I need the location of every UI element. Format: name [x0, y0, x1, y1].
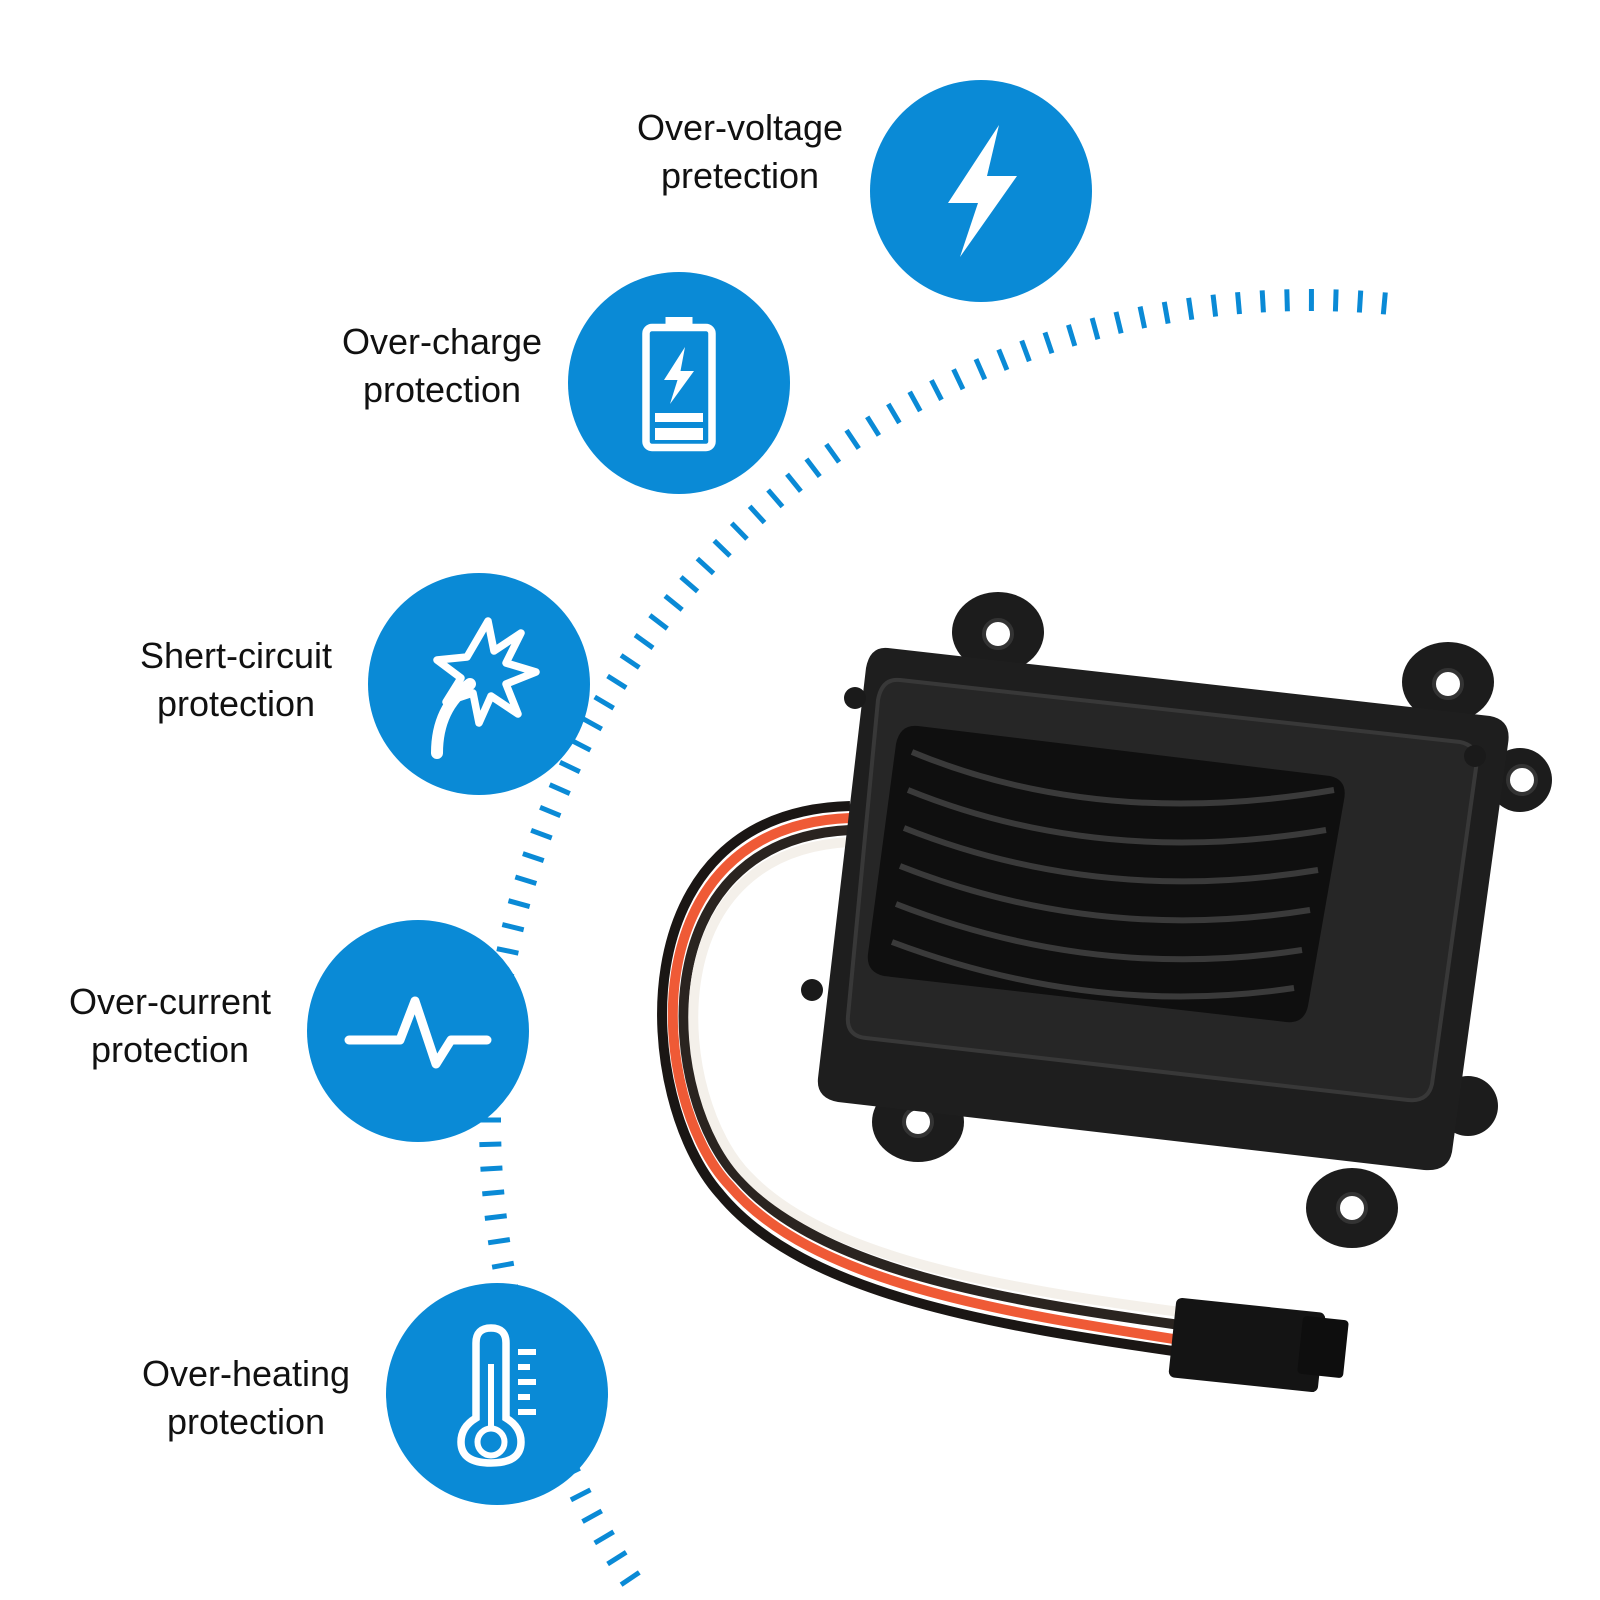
arc-dash	[593, 694, 615, 711]
arc-dash	[484, 1213, 507, 1221]
arc-dash	[633, 633, 655, 650]
arc-dash	[496, 946, 519, 956]
arc-dash	[479, 1141, 502, 1148]
feature-label: Shert-circuit protection	[139, 635, 333, 724]
arc-dash	[1137, 306, 1148, 329]
arc-dash	[558, 759, 581, 774]
arc-dash	[1019, 339, 1032, 363]
arc-dash	[491, 1260, 515, 1270]
arc-dash	[804, 457, 822, 478]
arc-dash	[514, 874, 538, 886]
feature-label: Over-heating protection	[141, 1353, 351, 1442]
arc-dash	[996, 348, 1010, 371]
arc-dash	[569, 1487, 592, 1503]
arc-dash	[729, 521, 749, 541]
arc-dash	[522, 851, 545, 863]
arc-dash	[712, 538, 732, 558]
arc-dash	[1332, 289, 1339, 312]
feature-icon-circle	[568, 272, 790, 494]
arc-dash	[1235, 291, 1242, 315]
arc-dash	[606, 673, 628, 690]
battery-charging-icon	[642, 317, 716, 452]
arc-dash	[785, 472, 803, 493]
spark-burst-icon	[431, 617, 540, 759]
feature-label: Over-voltage pretection	[636, 107, 844, 196]
arc-dash	[824, 442, 842, 464]
feature-label: Over-current protection	[68, 981, 272, 1070]
arc-dash	[619, 653, 641, 670]
arc-dash	[581, 716, 603, 732]
arc-dash	[1113, 311, 1124, 334]
arc-dash	[951, 368, 966, 391]
arc-dash	[1089, 317, 1101, 340]
arc-dash	[679, 575, 700, 594]
arc-dash	[487, 1237, 511, 1246]
feature-label: Over-charge protection	[341, 321, 543, 410]
arc-dash	[1210, 294, 1219, 317]
arc-dash	[548, 782, 571, 796]
thermometer-icon	[457, 1324, 536, 1467]
arc-dash	[507, 898, 531, 909]
arc-dash	[695, 556, 716, 576]
arc-dash	[1042, 331, 1055, 355]
arc-dash	[973, 358, 988, 381]
arc-dash	[619, 1570, 641, 1587]
arc-dash	[929, 379, 944, 401]
arc-dash	[530, 827, 553, 841]
arc-dash	[907, 390, 923, 413]
arc-dash	[1380, 292, 1388, 315]
feature-icon-circle	[870, 80, 1092, 302]
arc-dash	[581, 1508, 603, 1524]
lightning-bolt-icon	[948, 125, 1017, 257]
arc-dash	[648, 613, 669, 631]
arc-dash	[886, 402, 902, 425]
arc-dash	[865, 415, 882, 437]
pulse-wave-icon	[344, 996, 492, 1069]
arc-dash	[1259, 290, 1266, 313]
arc-dash	[663, 593, 684, 612]
arc-dash	[1161, 301, 1171, 324]
arc-dash	[1066, 324, 1078, 347]
arc-dash	[766, 488, 785, 509]
arc-dash	[501, 922, 525, 933]
arc-dash	[1356, 290, 1364, 313]
feature-icon-circle	[307, 920, 529, 1142]
arc-dash	[482, 1189, 505, 1197]
arc-dash	[844, 428, 861, 450]
feature-icon-circle	[368, 573, 590, 795]
arc-dash	[593, 1529, 615, 1546]
arc-dash	[1284, 289, 1290, 312]
arc-dash	[1186, 297, 1195, 321]
arc-dash	[606, 1550, 628, 1567]
feature-icon-circle	[386, 1283, 608, 1505]
arc-dash	[539, 805, 562, 818]
arc-dash	[569, 737, 592, 753]
arc-dash	[480, 1165, 503, 1172]
arc-dash	[747, 504, 767, 525]
